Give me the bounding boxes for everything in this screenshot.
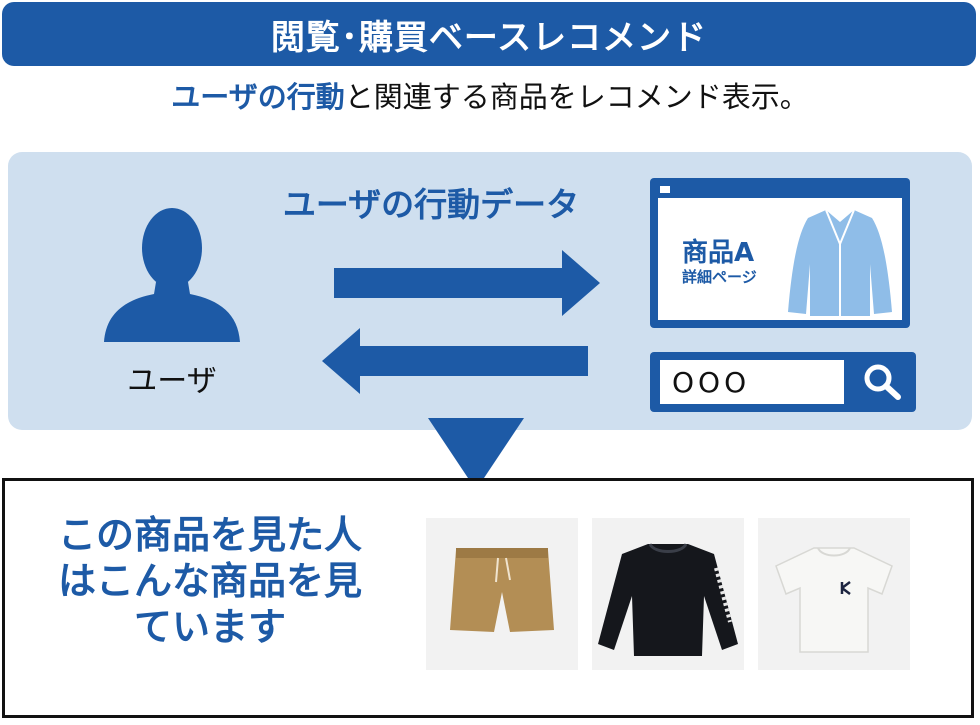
subtitle: ユーザの行動と関連する商品をレコメンド表示。	[0, 74, 980, 116]
person-icon	[104, 208, 240, 342]
search-input[interactable]: OOO	[660, 360, 844, 404]
product-name: 商品A	[682, 238, 755, 268]
magnifier-icon[interactable]	[858, 360, 906, 404]
recommendation-line: はこんな商品を見	[57, 559, 362, 603]
shorts-icon	[450, 548, 554, 632]
user-label: ユーザ	[127, 364, 217, 399]
arrow-down-icon	[428, 418, 524, 490]
subtitle-highlight: ユーザの行動	[171, 80, 345, 114]
window-control	[660, 186, 670, 193]
search-bar: OOO	[650, 352, 916, 412]
recommendation-line: この商品を見た人	[57, 513, 362, 557]
page-title: 閲覧･購買ベースレコメンド	[270, 17, 708, 58]
arrow-right-icon	[334, 250, 600, 316]
product-detail-window: 商品A 詳細ページ	[650, 178, 910, 328]
longsleeve-shirt-icon	[598, 543, 738, 656]
product-thumbnail-shorts[interactable]	[426, 518, 578, 670]
recommendation-text: この商品を見た人 はこんな商品を見 ています	[20, 512, 400, 650]
recommendation-line: ています	[133, 605, 286, 649]
title-banner: 閲覧･購買ベースレコメンド	[2, 2, 976, 66]
arrow-left-icon	[322, 328, 588, 394]
window-body: 商品A 詳細ページ	[658, 198, 902, 320]
tshirt-icon	[775, 547, 893, 653]
product-detail-label: 詳細ページ	[682, 268, 757, 286]
jacket-icon	[788, 209, 892, 316]
product-thumbnail-longsleeve[interactable]	[592, 518, 744, 670]
subtitle-rest: と関連する商品をレコメンド表示。	[344, 80, 809, 114]
behavior-data-label: ユーザの行動データ	[282, 185, 580, 224]
product-thumbnail-tshirt[interactable]	[758, 518, 910, 670]
